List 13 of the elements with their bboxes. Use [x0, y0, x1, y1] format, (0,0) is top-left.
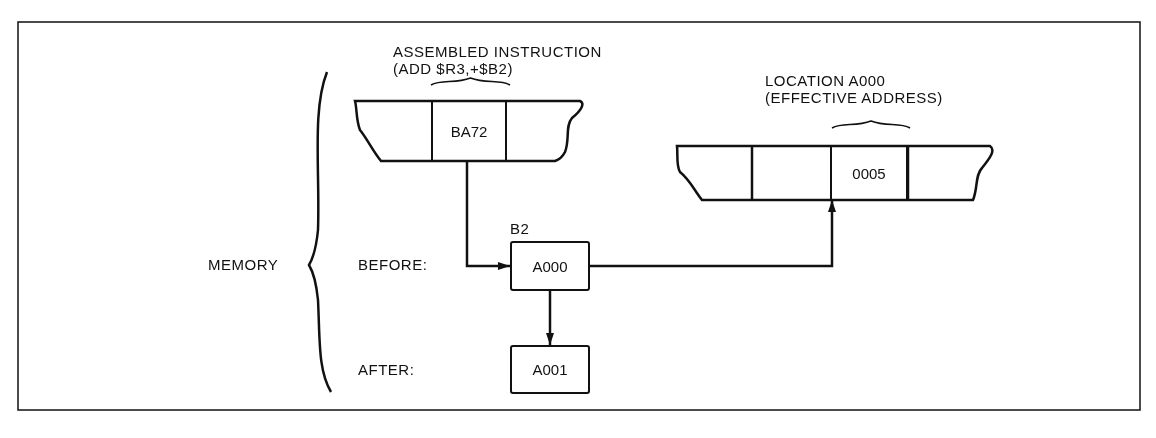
register-box: A001 — [510, 345, 590, 394]
before-label: BEFORE: — [358, 256, 428, 273]
memory-cell: 0005 — [830, 146, 908, 200]
memory-label: MEMORY — [208, 256, 279, 273]
register-box: A000 — [510, 241, 590, 291]
location-heading: LOCATION A000 (EFFECTIVE ADDRESS) — [765, 72, 944, 106]
memory-cell: BA72 — [431, 101, 507, 161]
arrow — [546, 291, 554, 345]
instruction-heading: ASSEMBLED INSTRUCTION (ADD $R3,+$B2) — [393, 43, 603, 77]
after-label: AFTER: — [358, 361, 415, 378]
arrow — [590, 200, 836, 268]
arrow — [465, 161, 510, 270]
register-name: B2 — [510, 220, 530, 237]
